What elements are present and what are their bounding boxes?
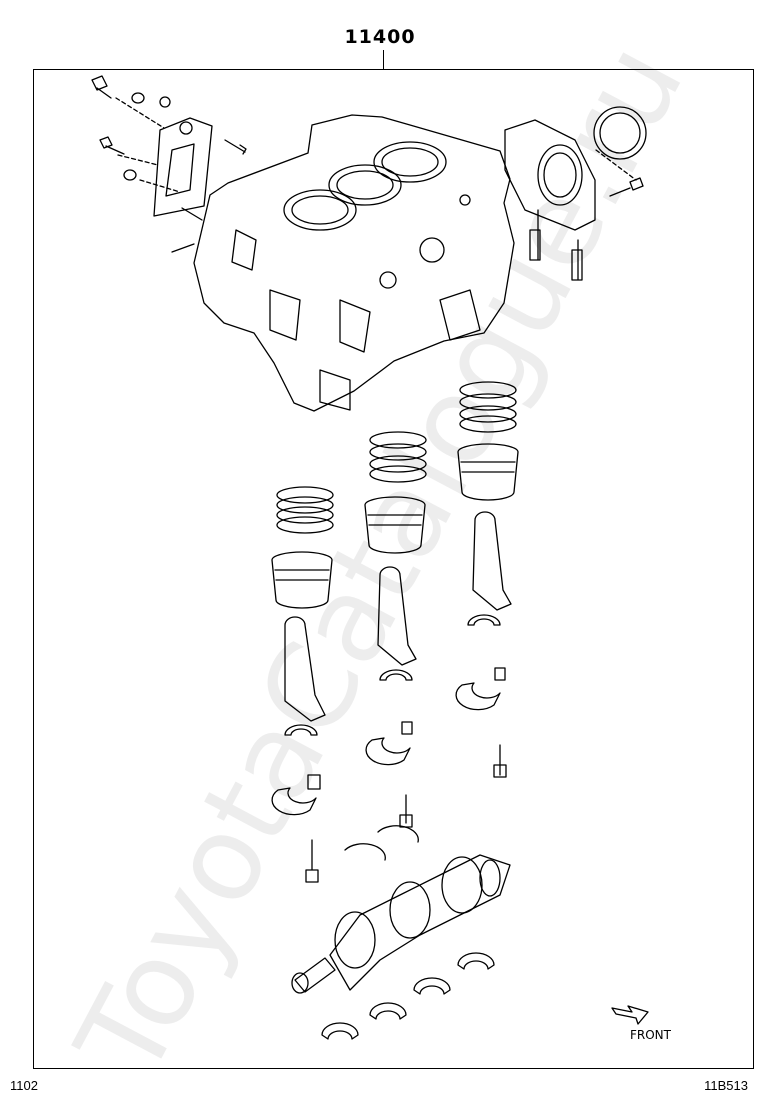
- thrust-washers: [344, 825, 419, 861]
- part-number-leader-line: [383, 50, 384, 69]
- timing-cover-bolts: [91, 75, 247, 253]
- front-arrow-icon: [611, 1005, 649, 1025]
- diagram-frame: [33, 69, 754, 1069]
- part-number-label: 11400: [344, 26, 416, 48]
- main-bearings: [321, 952, 495, 1040]
- rear-oil-seal-retainer: [504, 106, 647, 281]
- rod-bearings-and-caps: [271, 614, 507, 883]
- footer-code-right: 11B513: [704, 1078, 748, 1093]
- footer-code-left: 1102: [10, 1078, 38, 1093]
- connecting-rods: [284, 511, 512, 722]
- front-direction-label: FRONT: [630, 1028, 671, 1042]
- cylinder-block: [193, 114, 515, 412]
- crankshaft: [291, 854, 511, 994]
- oil-pump-cover: [153, 117, 213, 217]
- piston-sets: [271, 381, 519, 609]
